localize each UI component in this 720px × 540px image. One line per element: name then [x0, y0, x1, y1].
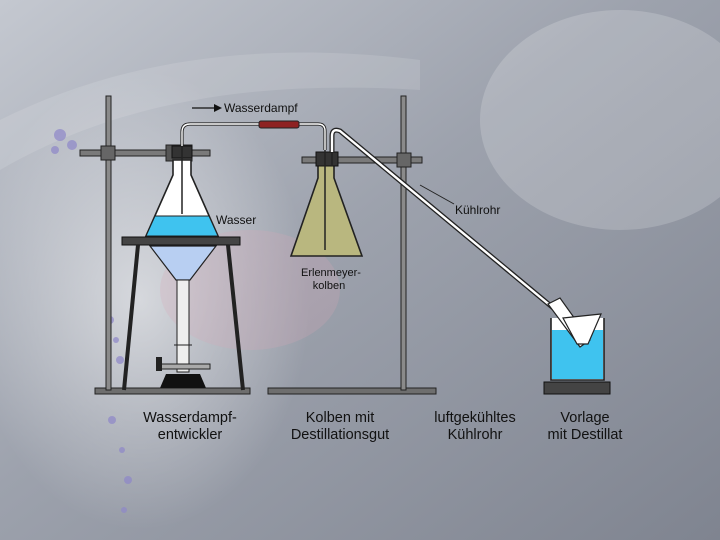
condenser-pointer — [419, 184, 455, 205]
steam-generator-flask — [144, 145, 220, 237]
steam-valve — [258, 120, 300, 129]
erlenmeyer-body — [289, 164, 364, 257]
caption-flask-line2: Destillationsgut — [290, 427, 390, 443]
erlenmeyer-stopper — [315, 151, 339, 167]
steam-label: Wasserdampf — [224, 101, 298, 115]
bunsen-burner — [148, 245, 218, 388]
water-label: Wasser — [216, 213, 257, 227]
generator-water — [145, 215, 219, 237]
erlenmeyer-label-line2: kolben — [312, 280, 346, 292]
burner-flame — [148, 245, 218, 281]
receiver — [543, 297, 611, 395]
middle-clamp-boss — [396, 152, 412, 168]
middle-stand-rod — [400, 95, 407, 391]
left-clamp-bar — [79, 149, 211, 157]
steam-arrow-head — [214, 104, 222, 112]
caption-generator-line2: entwickler — [157, 427, 223, 443]
caption-tube-line1: luftgekühltes — [434, 410, 516, 426]
steam-line — [180, 104, 327, 150]
caption-receiver-line1: Vorlage — [560, 410, 610, 426]
left-stand-rod — [105, 95, 112, 391]
left-stand-base — [94, 387, 251, 395]
burner-base — [160, 374, 206, 388]
receiver-flask — [562, 313, 602, 345]
middle-stand-base — [267, 387, 437, 395]
caption-receiver-line2: mit Destillat — [547, 427, 623, 443]
tripod — [121, 236, 245, 391]
wire-gauze — [121, 236, 241, 246]
caption-flask-line1: Kolben mit — [305, 410, 375, 426]
middle-stand — [267, 95, 437, 395]
erlenmeyer-label-line1: Erlenmeyer- — [301, 267, 361, 279]
air-condenser-tube — [329, 127, 577, 328]
left-clamp-boss — [100, 145, 116, 161]
erlenmeyer-flask — [289, 150, 364, 257]
caption-generator-line1: Wasserdampf- — [143, 410, 237, 426]
burner-gas-inlet — [159, 363, 211, 370]
caption-tube-line2: Kühlrohr — [447, 427, 503, 443]
middle-clamp-bar — [301, 156, 423, 164]
burner-tube — [176, 279, 190, 373]
condenser-label: Kühlrohr — [455, 203, 501, 217]
lab-jack — [543, 381, 611, 395]
